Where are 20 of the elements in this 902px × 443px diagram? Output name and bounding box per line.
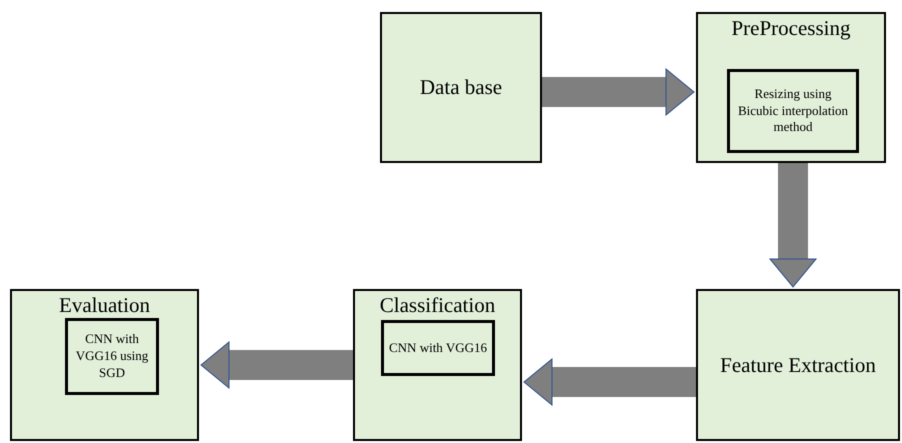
process-box <box>353 289 522 441</box>
detail-box <box>65 318 159 395</box>
block-arrow <box>770 163 816 288</box>
box-text: Feature Extraction <box>720 352 876 378</box>
box-text: Resizing using Bicubic interpolation method <box>736 86 850 136</box>
detail-box <box>727 69 859 153</box>
process-box <box>380 12 542 163</box>
detail-box <box>381 320 495 376</box>
box-heading: Evaluation <box>59 293 150 317</box>
box-text: CNN with VGG16 using SGD <box>74 331 150 382</box>
box-heading: Classification <box>380 293 496 317</box>
block-arrow <box>524 358 696 406</box>
box-heading: PreProcessing <box>732 16 850 40</box>
process-box <box>696 289 900 441</box>
box-text: CNN with VGG16 <box>389 340 487 356</box>
box-text: Data base <box>420 75 502 100</box>
process-box <box>696 12 886 163</box>
block-arrow <box>200 342 353 388</box>
process-box <box>10 289 199 441</box>
block-arrow <box>542 68 694 116</box>
